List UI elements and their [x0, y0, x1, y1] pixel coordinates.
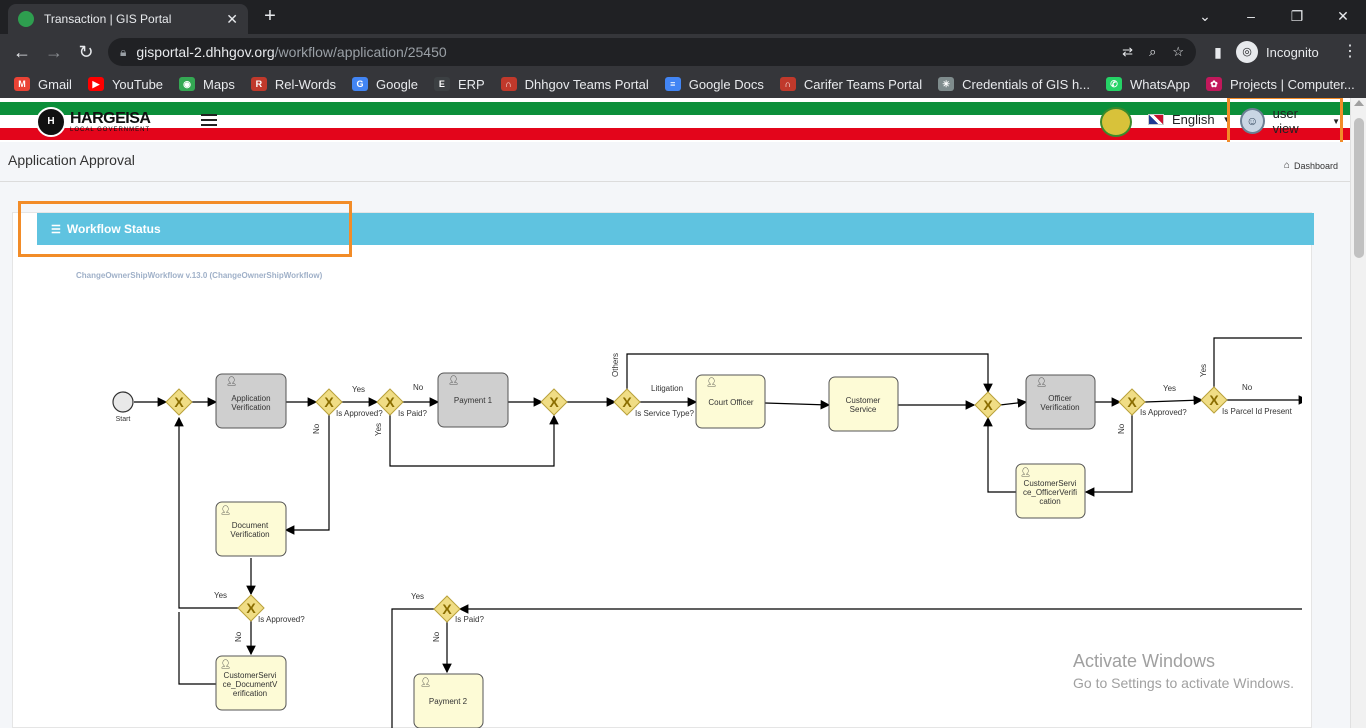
bookmark-label: Gmail: [38, 76, 72, 92]
bookmark-item[interactable]: E ERP: [433, 76, 485, 92]
bookmark-label: Dhhgov Teams Portal: [524, 76, 649, 92]
logo-mark-icon: H: [36, 107, 66, 137]
url-path: /workflow/application/25450: [274, 44, 447, 60]
caret-down-icon: ▼: [1332, 116, 1340, 126]
page-scrollbar[interactable]: [1350, 98, 1366, 728]
bookmark-item[interactable]: ▶ YouTube: [87, 76, 164, 92]
favicon-icon: [18, 11, 34, 27]
bookmark-label: YouTube: [111, 76, 164, 92]
scrollbar-thumb[interactable]: [1354, 118, 1364, 258]
bookmark-icon: E: [433, 77, 450, 91]
bookmark-icon: ✳: [938, 77, 955, 91]
url-host: gisportal-2.dhhgov.org: [136, 44, 275, 60]
reload-icon[interactable]: ↻: [78, 42, 94, 62]
bookmark-icon: R: [250, 77, 267, 91]
caret-down-icon: ▼: [1222, 115, 1231, 124]
star-icon[interactable]: ☆: [1172, 44, 1184, 59]
incognito-label: Incognito: [1266, 44, 1319, 60]
lock-icon: 🔒︎: [120, 44, 127, 59]
bookmark-item[interactable]: ≡ Google Docs: [664, 76, 764, 92]
bookmark-label: Rel-Words: [274, 76, 337, 92]
bookmark-item[interactable]: G Google: [352, 77, 418, 92]
card-header: ☰ Workflow Status: [37, 213, 1314, 245]
home-icon: ⌂: [1283, 160, 1290, 171]
bookmark-item[interactable]: ✆ WhatsApp: [1106, 77, 1190, 92]
scroll-up-icon[interactable]: [1354, 100, 1364, 106]
address-bar[interactable]: 🔒︎ gisportal-2.dhhgov.org /workflow/appl…: [108, 38, 1196, 66]
hargeisa-logo[interactable]: H HARGEISA LOCAL GOVERNMENT: [36, 106, 166, 138]
content-header: Application Approval ⌂ Dashboard: [0, 142, 1350, 182]
language-label: English: [1172, 112, 1215, 127]
tab-search-icon[interactable]: ⌄: [1199, 8, 1211, 24]
bookmarks-bar: M Gmail ▶ YouTube ◉ Maps R Rel-Words G Google E ERP…: [0, 70, 1366, 98]
card-title: Workflow Status: [66, 222, 161, 236]
bookmark-icon: ✆: [1106, 77, 1123, 91]
breadcrumb-dashboard[interactable]: Dashboard: [1293, 160, 1338, 171]
bookmark-icon: ≡: [664, 77, 681, 91]
web-page: H HARGEISA LOCAL GOVERNMENT English ▼ ☺ …: [0, 98, 1366, 728]
translate-icon[interactable]: ⇄: [1122, 44, 1134, 59]
bookmark-item[interactable]: ✳ Credentials of GIS h...: [938, 77, 1090, 92]
bookmark-icon: ◉: [179, 77, 196, 91]
list-icon: ☰: [51, 223, 61, 236]
bookmark-label: Google: [376, 76, 418, 92]
bookmark-item[interactable]: ◉ Maps: [179, 77, 235, 92]
forward-arrow-icon[interactable]: →: [45, 42, 63, 62]
bookmark-label: WhatsApp: [1130, 76, 1191, 92]
tab-title: Transaction | GIS Portal: [44, 12, 172, 26]
breadcrumb[interactable]: ⌂ Dashboard: [1284, 160, 1338, 171]
hamburger-menu-icon[interactable]: [201, 114, 217, 126]
bookmark-label: Projects | Computer...: [1230, 76, 1355, 92]
restore-icon[interactable]: ❐: [1290, 8, 1304, 24]
bookmark-icon: ▶: [87, 77, 104, 91]
flag-stripe-green: [0, 102, 1350, 115]
logo-text: HARGEISA: [70, 110, 151, 127]
bookmark-item[interactable]: ∩ Carifer Teams Portal: [779, 76, 923, 92]
page-title: Application Approval: [8, 152, 135, 168]
zoom-icon[interactable]: ⌕: [1149, 44, 1157, 59]
bookmark-item[interactable]: M Gmail: [14, 77, 72, 92]
user-label: user view: [1272, 106, 1299, 136]
bookmark-label: Google Docs: [688, 76, 764, 92]
bookmark-item[interactable]: ✿ Projects | Computer...: [1206, 77, 1355, 92]
top-navbar: H HARGEISA LOCAL GOVERNMENT English ▼ ☺ …: [0, 98, 1350, 146]
close-tab-icon[interactable]: ✕: [226, 10, 238, 27]
browser-menu-icon[interactable]: ⋮: [1342, 43, 1358, 60]
uk-flag-icon: [1148, 114, 1164, 125]
side-panel-icon[interactable]: ▮: [1214, 44, 1222, 60]
bookmark-label: Maps: [203, 76, 235, 92]
bookmark-label: Carifer Teams Portal: [803, 76, 923, 92]
bookmark-icon: ∩: [779, 77, 796, 91]
user-menu-dropdown[interactable]: ☺ user view ▼: [1227, 98, 1343, 146]
language-dropdown[interactable]: English ▼: [1148, 112, 1231, 127]
browser-tab[interactable]: Transaction | GIS Portal ✕: [8, 4, 248, 34]
bookmark-item[interactable]: R Rel-Words: [250, 76, 337, 92]
bookmark-label: ERP: [457, 76, 485, 92]
bookmark-item[interactable]: ∩ Dhhgov Teams Portal: [500, 76, 649, 92]
logo-subtext: LOCAL GOVERNMENT: [70, 127, 151, 133]
bookmark-icon: G: [352, 77, 369, 91]
minimize-icon[interactable]: –: [1247, 8, 1255, 24]
activate-windows-watermark: Activate Windows Go to Settings to activ…: [1073, 651, 1294, 691]
back-arrow-icon[interactable]: ←: [13, 42, 31, 62]
bookmark-icon: ∩: [500, 77, 517, 91]
browser-tab-bar: Transaction | GIS Portal ✕ + ⌄ – ❐ ✕: [0, 0, 1366, 34]
close-window-icon[interactable]: ✕: [1337, 8, 1349, 24]
bookmark-icon: M: [14, 77, 30, 91]
government-seal-icon: [1100, 107, 1132, 137]
incognito-icon: ◎: [1236, 41, 1258, 63]
new-tab-button[interactable]: +: [264, 5, 276, 27]
incognito-indicator[interactable]: ◎ Incognito: [1236, 40, 1352, 64]
flag-stripe-red: [0, 128, 1350, 140]
bookmark-label: Credentials of GIS h...: [962, 76, 1091, 92]
user-avatar-icon: ☺: [1240, 108, 1265, 134]
browser-toolbar: ← → ↻ 🔒︎ gisportal-2.dhhgov.org /workflo…: [0, 34, 1366, 70]
bookmark-icon: ✿: [1206, 77, 1223, 91]
